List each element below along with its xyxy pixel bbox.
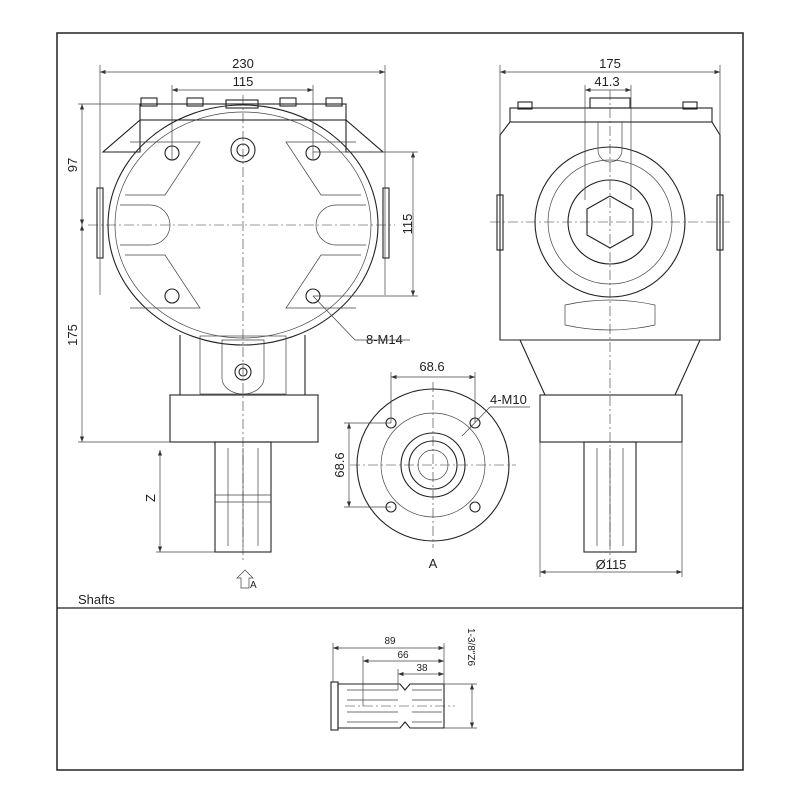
dim-flange-vertical: 68.6	[332, 452, 347, 477]
dim-width-front: 230	[232, 56, 254, 71]
shaft-detail	[330, 643, 477, 731]
dim-shaft-mid: 66	[397, 650, 409, 661]
front-view	[78, 65, 418, 589]
bolt-callout-front: 8-M14	[366, 332, 403, 347]
bolt-callout-flange: 4-M10	[490, 392, 527, 407]
dim-hex-size: 41.3	[594, 74, 619, 89]
drawing-frame	[56, 32, 744, 771]
shafts-section-label: Shafts	[78, 592, 115, 607]
dim-width-side: 175	[599, 56, 621, 71]
dim-lower-height: 175	[65, 324, 80, 346]
flange-view-label: A	[429, 556, 438, 571]
spline-spec: 1-3/8"Z6	[465, 628, 476, 666]
view-arrow-icon	[236, 569, 254, 589]
dim-upper-height: 97	[65, 158, 80, 172]
dim-shaft-total: 89	[384, 636, 396, 647]
shaft-length-label: Z	[143, 494, 158, 502]
dim-flange-diameter: Ø115	[596, 557, 627, 572]
dim-bolt-spacing-vertical: 115	[400, 214, 415, 235]
dim-bolt-spacing-front: 115	[233, 74, 254, 89]
dim-flange-horizontal: 68.6	[419, 359, 444, 374]
view-arrow-label: A	[250, 580, 257, 591]
side-view	[490, 65, 730, 577]
flange-view	[344, 372, 530, 548]
dim-shaft-short: 38	[416, 663, 428, 674]
